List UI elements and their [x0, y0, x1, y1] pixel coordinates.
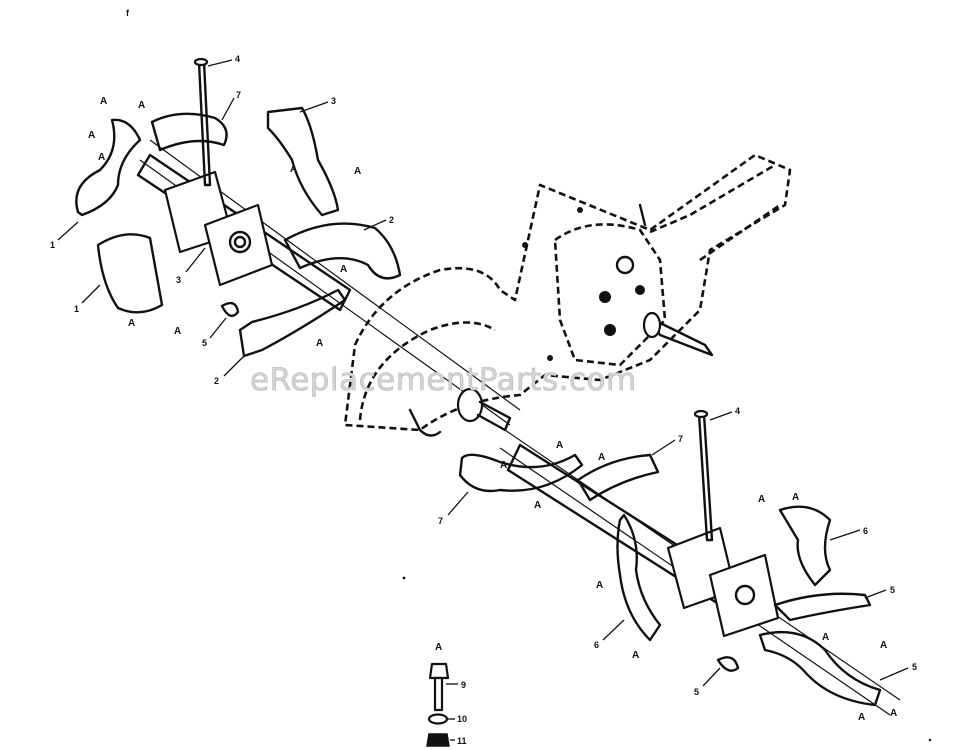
hex-nut-11	[426, 733, 450, 747]
label-a: A	[88, 130, 95, 141]
label-4-upper: 4	[235, 54, 240, 64]
label-a: A	[340, 264, 347, 275]
label-5-lower: 5	[694, 687, 699, 697]
label-6-left: 6	[594, 640, 599, 650]
bolt-4-lower	[697, 412, 714, 542]
tine-left-2b	[238, 288, 347, 358]
label-1-b: 1	[74, 304, 79, 314]
label-3-left: 3	[176, 275, 181, 285]
tine-right-5b	[758, 631, 882, 707]
label-5-right-lower: 5	[912, 662, 917, 672]
tine-right-7b	[576, 453, 660, 502]
label-a: A	[290, 164, 297, 175]
label-7-right: 7	[438, 516, 443, 526]
label-a: A	[534, 500, 541, 511]
label-9: 9	[461, 680, 466, 690]
tine-right-5	[773, 592, 872, 622]
label-1-a: 1	[50, 240, 55, 250]
tine-right-6a	[616, 513, 662, 642]
right-flange-plate-inner	[708, 553, 780, 638]
label-a: A	[138, 100, 145, 111]
left-flange-plate-inner	[203, 203, 274, 287]
label-11: 11	[457, 736, 467, 746]
label-10: 10	[457, 714, 467, 724]
label-a: A	[354, 166, 361, 177]
tine-left-2a	[283, 222, 402, 280]
label-5-right: 5	[890, 585, 895, 595]
bolt-9-head	[428, 662, 450, 680]
label-a: A	[792, 492, 799, 503]
label-7-upper: 7	[236, 90, 241, 100]
label-a: A	[556, 440, 563, 451]
label-a: A	[596, 580, 603, 591]
right-tine-assembly: 7 7 4 6 5 5 6 5 A A A A A A A A A A A A	[438, 406, 917, 723]
label-a: A	[858, 712, 865, 723]
label-a: A	[174, 326, 181, 337]
tine-left-1b	[96, 233, 164, 314]
gear-housing-cover	[553, 223, 667, 367]
label-a: A	[316, 338, 323, 349]
label-a: A	[500, 460, 507, 471]
label-2-upper: 2	[389, 215, 394, 225]
bolt-4-upper	[197, 60, 212, 187]
transmission-housing	[343, 153, 792, 437]
tine-left-7	[150, 112, 228, 152]
label-a: A	[100, 96, 107, 107]
label-a: A	[822, 632, 829, 643]
label-a: A	[598, 452, 605, 463]
label-2-lower: 2	[214, 376, 219, 386]
label-a: A	[632, 650, 639, 661]
bolt-9-shank	[433, 676, 444, 712]
label-7-right-upper: 7	[678, 434, 683, 444]
label-4-lower: 4	[735, 406, 740, 416]
hardware-stack: A 9 10 11	[426, 642, 467, 747]
label-a: A	[128, 318, 135, 329]
tine-right-6b	[778, 505, 832, 587]
label-f: f	[126, 8, 130, 18]
label-6-right: 6	[863, 526, 868, 536]
label-a: A	[890, 708, 897, 719]
label-a: A	[98, 152, 105, 163]
tine-left-1a	[75, 118, 142, 217]
lock-washer-10	[427, 713, 449, 725]
label-5-left: 5	[202, 338, 207, 348]
label-a: A	[435, 642, 442, 653]
label-a: A	[880, 640, 887, 651]
tine-right-7a	[458, 453, 584, 493]
label-a: A	[758, 494, 765, 505]
tine-left-3	[266, 106, 340, 217]
label-3-upper: 3	[331, 96, 336, 106]
left-tine-assembly: 1 1 4 7 3 2 3 5 2 A A A A A A A A A A	[50, 54, 521, 426]
watermark-text: eReplacementParts.com	[250, 362, 637, 398]
